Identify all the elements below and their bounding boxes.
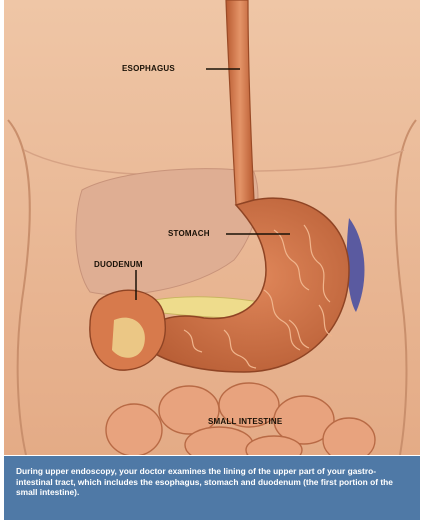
caption-text: During upper endoscopy, your doctor exam… <box>4 456 420 520</box>
esophagus-label: ESOPHAGUS <box>122 64 175 73</box>
duodenum-label: DUODENUM <box>94 260 143 269</box>
stomach-label: STOMACH <box>168 229 210 238</box>
small-intestine-label: SMALL INTESTINE <box>208 417 282 426</box>
digestive-tract-illustration <box>4 0 420 455</box>
anatomy-svg <box>4 0 420 455</box>
